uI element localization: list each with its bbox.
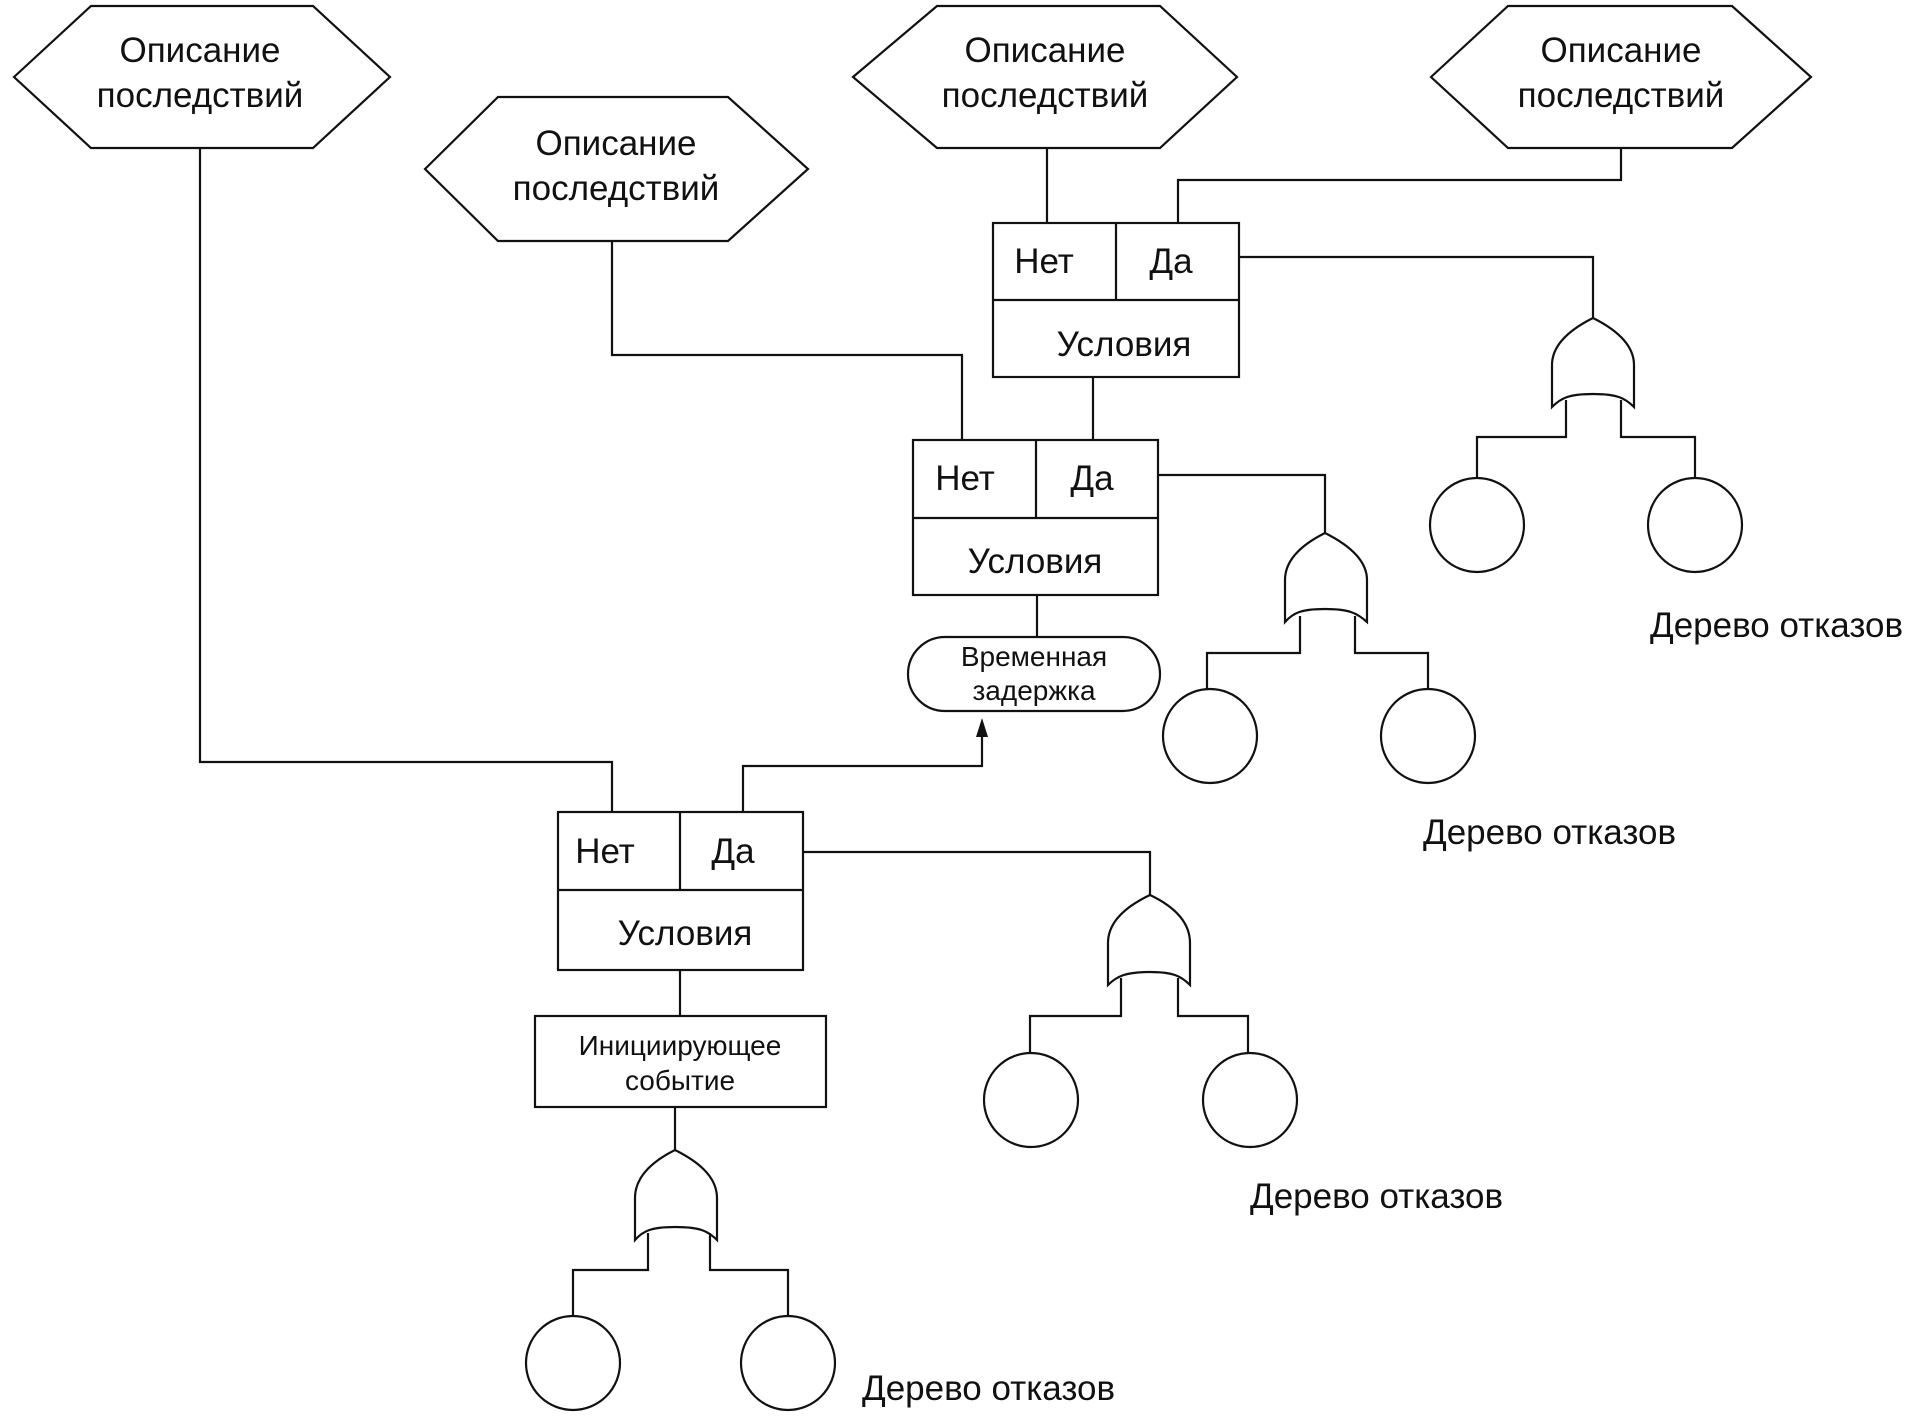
conditions-label: Условия bbox=[968, 542, 1103, 581]
basic-event-circle bbox=[524, 1314, 622, 1412]
arrowhead bbox=[976, 718, 988, 737]
consequence-label-line1: Описание bbox=[964, 31, 1125, 70]
consequence-description-3: Описание последствий bbox=[851, 4, 1239, 150]
basic-event-circle bbox=[982, 1051, 1080, 1149]
or-gate-icon bbox=[1550, 316, 1636, 410]
consequence-label-line1: Описание bbox=[535, 124, 696, 163]
basic-event-circle bbox=[739, 1314, 837, 1412]
or-gate-icon bbox=[1283, 531, 1369, 625]
branch-yes-label: Да bbox=[711, 832, 755, 871]
branch-no-label: Нет bbox=[575, 832, 635, 871]
branch-no-label: Нет bbox=[1014, 242, 1074, 281]
initiating-event-label-line1: Инициирующее bbox=[579, 1030, 782, 1061]
or-gate-icon bbox=[1106, 893, 1192, 988]
fault-tree-initiating: Дерево отказов bbox=[524, 1148, 1115, 1412]
conditions-label: Условия bbox=[1057, 325, 1192, 364]
initiating-event-label-line2: событие bbox=[625, 1065, 735, 1096]
branch-box-top: Нет Да Условия bbox=[991, 221, 1241, 379]
connectors bbox=[198, 148, 1623, 1150]
basic-event-circle bbox=[1161, 687, 1259, 785]
basic-event-circle bbox=[1428, 476, 1526, 574]
consequence-label-line1: Описание bbox=[1540, 31, 1701, 70]
connector-hex2-to-middle-no bbox=[610, 241, 964, 440]
consequence-description-2: Описание последствий bbox=[423, 95, 810, 243]
consequence-label-line2: последствий bbox=[513, 169, 720, 208]
basic-event-circle bbox=[1379, 687, 1477, 785]
time-delay-label-line1: Временная bbox=[961, 641, 1107, 672]
consequence-label-line2: последствий bbox=[97, 76, 304, 115]
connector-hex1-to-bottom-no bbox=[198, 148, 614, 812]
branch-yes-label: Да bbox=[1149, 242, 1193, 281]
time-delay-label-line2: задержка bbox=[972, 675, 1095, 706]
conditions-label: Условия bbox=[618, 914, 753, 953]
initiating-event-box: Инициирующее событие bbox=[533, 1014, 828, 1109]
fault-tree-label: Дерево отказов bbox=[1650, 606, 1903, 645]
connector-hex4-to-top-yes bbox=[1176, 148, 1623, 223]
connector-bottom-yes-to-gate bbox=[803, 850, 1152, 895]
consequence-description-4: Описание последствий bbox=[1429, 4, 1813, 150]
or-gate-icon bbox=[633, 1148, 719, 1243]
connector-top-yes-to-gate bbox=[1239, 255, 1595, 318]
branch-box-bottom: Нет Да Условия bbox=[556, 810, 805, 972]
fault-tree-top: Дерево отказов bbox=[1428, 316, 1903, 645]
basic-event-circle bbox=[1646, 476, 1744, 574]
fault-tree-middle: Дерево отказов bbox=[1161, 531, 1676, 852]
branch-box-middle: Нет Да Условия bbox=[911, 438, 1160, 597]
fault-tree-label: Дерево отказов bbox=[1423, 813, 1676, 852]
consequence-label-line2: последствий bbox=[942, 76, 1149, 115]
fault-tree-label: Дерево отказов bbox=[1250, 1177, 1503, 1216]
connector-bottom-yes-to-delay bbox=[741, 725, 984, 812]
basic-event-circle bbox=[1201, 1051, 1299, 1149]
fault-tree-bottom-right: Дерево отказов bbox=[982, 893, 1503, 1216]
consequence-label-line1: Описание bbox=[119, 31, 280, 70]
branch-yes-label: Да bbox=[1070, 459, 1114, 498]
time-delay-box: Временная задержка bbox=[906, 635, 1162, 713]
connector-middle-yes-to-gate bbox=[1158, 473, 1327, 533]
branch-no-label: Нет bbox=[935, 459, 995, 498]
fault-tree-label: Дерево отказов bbox=[862, 1369, 1115, 1408]
consequence-label-line2: последствий bbox=[1518, 76, 1725, 115]
consequence-description-1: Описание последствий bbox=[12, 4, 392, 150]
